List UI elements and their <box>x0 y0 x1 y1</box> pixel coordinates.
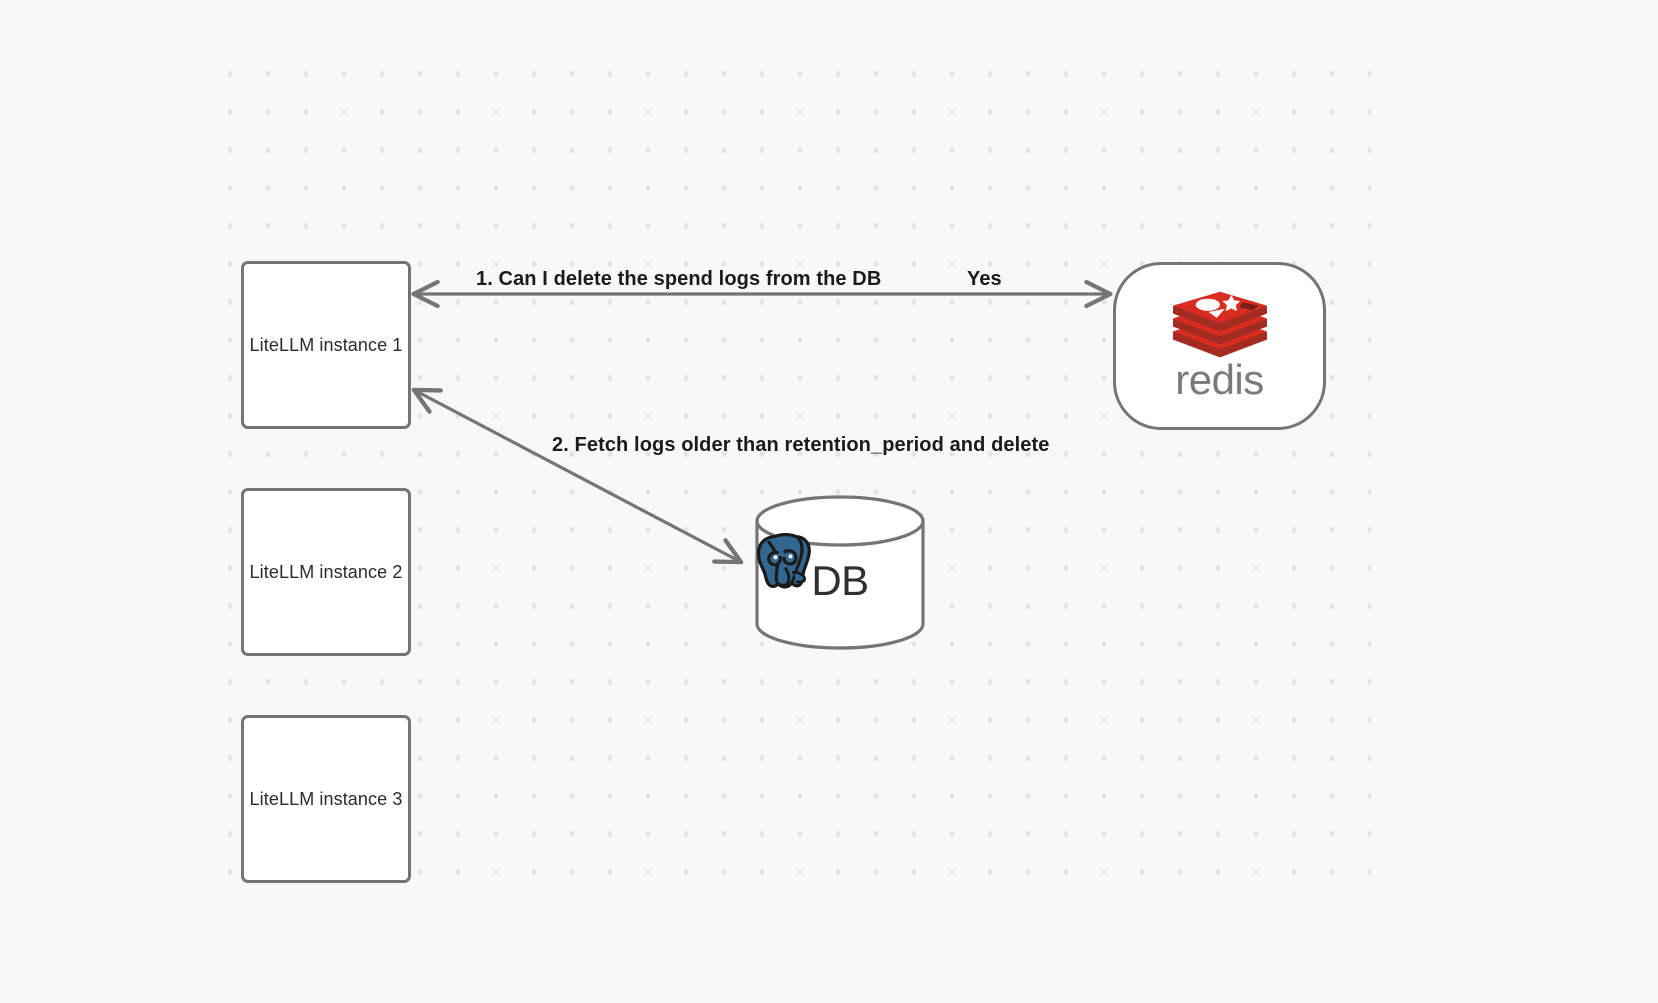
node-litellm-instance-1[interactable]: LiteLLM instance 1 <box>241 261 411 429</box>
node-litellm-instance-2[interactable]: LiteLLM instance 2 <box>241 488 411 656</box>
redis-wordmark: redis <box>1175 356 1264 403</box>
postgresql-elephant-icon <box>756 532 811 589</box>
node-redis[interactable]: redis <box>1113 262 1326 430</box>
database-label: DB <box>811 557 869 604</box>
node-label: LiteLLM instance 2 <box>249 561 403 582</box>
node-label: LiteLLM instance 1 <box>249 334 403 355</box>
node-label: LiteLLM instance 3 <box>249 788 403 809</box>
edge-instance1-database <box>411 387 744 565</box>
redis-stack-icon <box>1172 291 1267 358</box>
node-database[interactable]: DB <box>754 495 926 650</box>
edge-label-step-2: 2. Fetch logs older than retention_perio… <box>552 434 1050 456</box>
node-litellm-instance-3[interactable]: LiteLLM instance 3 <box>241 715 411 883</box>
edge-label-step-1: 1. Can I delete the spend logs from the … <box>476 268 882 290</box>
edge-label-step-1-reply: Yes <box>967 268 1002 290</box>
